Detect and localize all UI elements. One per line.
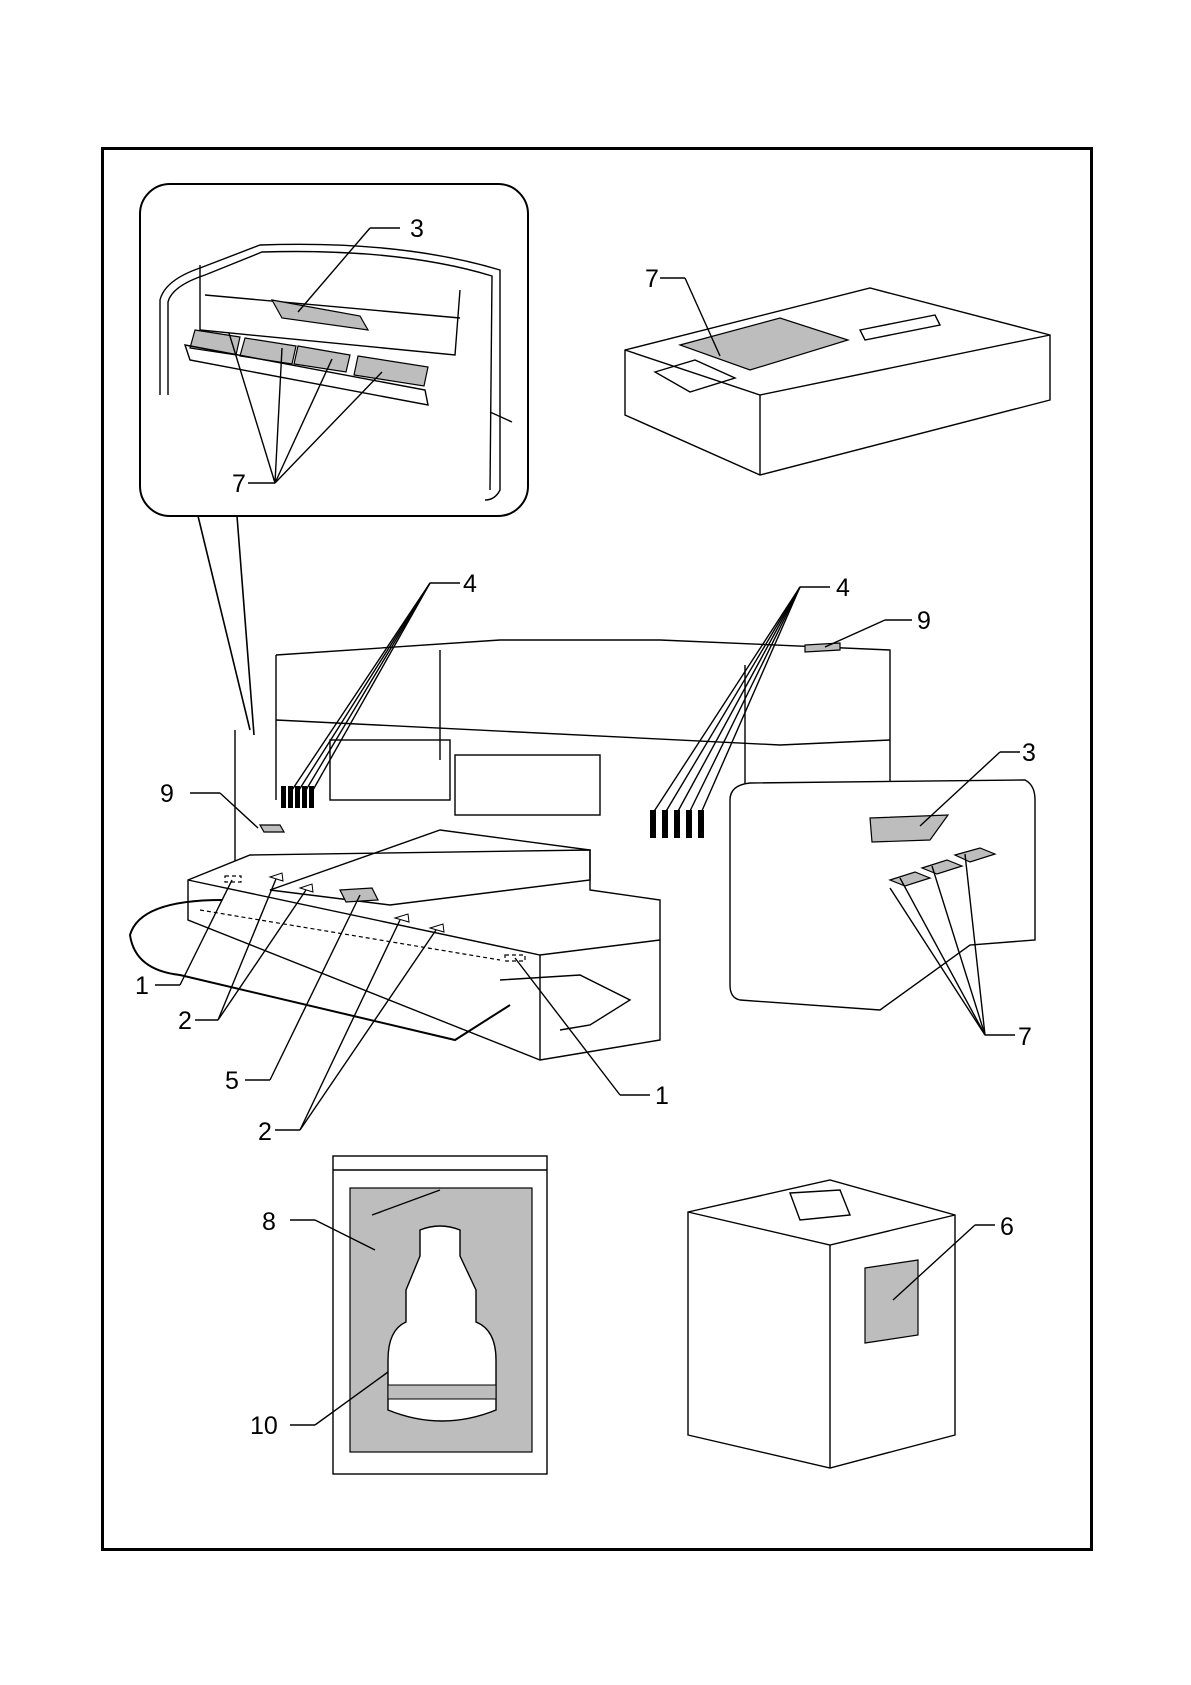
callout-1-bottom: 1 — [655, 1082, 669, 1110]
callout-1-left: 1 — [135, 972, 149, 1000]
callout-5: 5 — [225, 1067, 239, 1095]
callout-9-top: 9 — [917, 607, 931, 635]
callout-9-left: 9 — [160, 780, 174, 808]
callout-7-box: 7 — [645, 265, 659, 293]
carton: 6 — [688, 1180, 1014, 1468]
callout-7-inset: 7 — [232, 470, 246, 498]
callout-3-inset: 3 — [410, 215, 424, 243]
callout-2-bottom: 2 — [258, 1118, 272, 1146]
callout-2-left: 2 — [178, 1007, 192, 1035]
callout-3-right: 3 — [1022, 739, 1036, 767]
callout-6: 6 — [1000, 1213, 1014, 1241]
callout-7-right: 7 — [1018, 1023, 1032, 1051]
ink-box: 7 — [625, 265, 1050, 475]
callout-4-right: 4 — [836, 574, 850, 602]
callout-10: 10 — [250, 1412, 278, 1440]
printer: 4 4 9 9 3 7 1 2 5 2 1 — [130, 570, 1036, 1146]
callout-4-left: 4 — [463, 570, 477, 598]
callout-8: 8 — [262, 1208, 276, 1236]
bag-with-bottle: 8 10 — [250, 1156, 547, 1474]
